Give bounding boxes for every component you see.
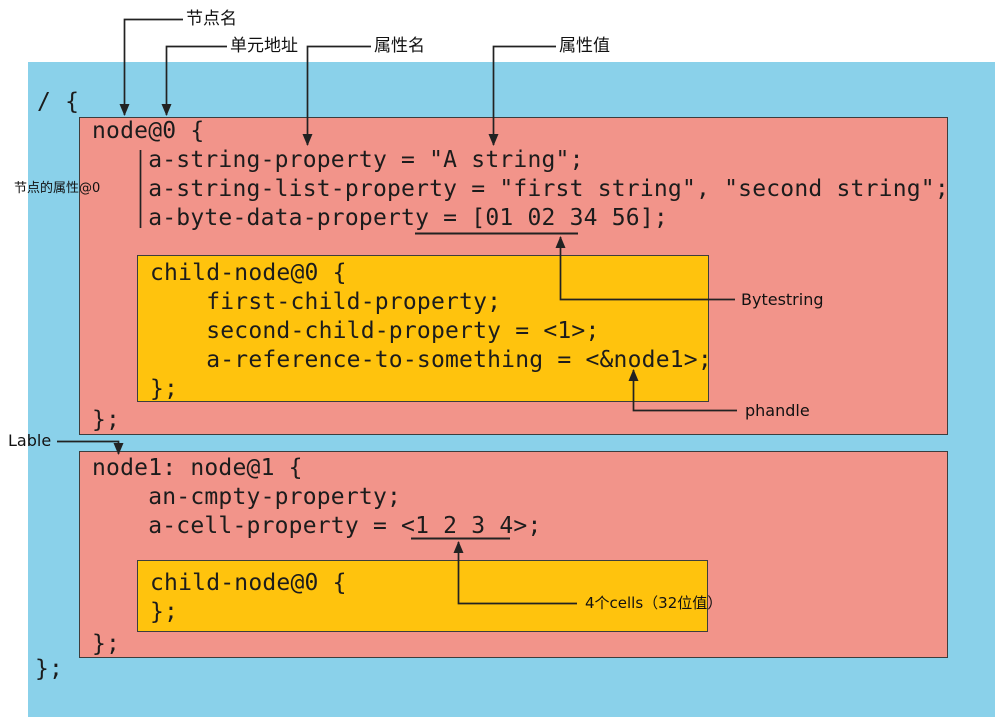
cells-label: 4个cells（32位值） [585,594,723,612]
root-close-code: }; [35,656,64,682]
property-value-label: 属性值 [559,36,610,56]
node0-child-code: child-node@0 { first-child-property; sec… [150,260,712,402]
bytestring-label: Bytestring [741,290,824,309]
root-open-code: / { [37,89,80,115]
node-properties-label: 节点的属性@0 [14,181,101,196]
lable-label: Lable [8,431,52,450]
node1-child-code: child-node@0 { }; [150,570,347,625]
phandle-label: phandle [745,401,810,420]
unit-address-label: 单元地址 [230,36,298,56]
node-name-label: 节点名 [186,9,237,29]
node0-close-code: }; [92,407,121,433]
node1-code: node1: node@1 { an-cmpty-property; a-cel… [92,455,542,539]
property-name-label: 属性名 [374,36,425,56]
node1-child-box [137,560,708,632]
node0-code: node@0 { a-string-property = "A string";… [92,118,949,231]
node1-close-code: }; [92,631,121,657]
